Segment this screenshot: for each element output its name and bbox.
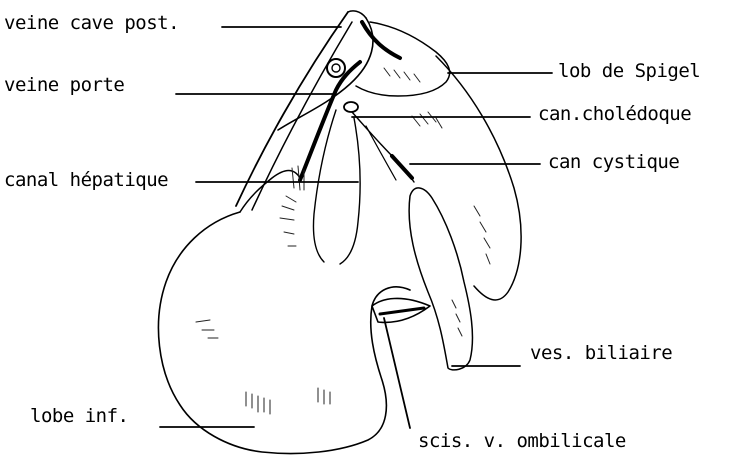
vena-cava-top [348, 11, 366, 18]
vena-porte-inner [300, 62, 360, 180]
label-veine-porte: veine porte [4, 76, 124, 95]
left-lobe-upper-edge [240, 171, 300, 213]
canal-cystique-wall [366, 126, 396, 180]
label-can-choledoque: can.cholédoque [538, 105, 691, 124]
scissure-shadow [380, 308, 424, 314]
vena-porte-thick [362, 22, 400, 58]
vena-porte-lumen-inner [332, 64, 340, 72]
label-can-cystique: can cystique [548, 153, 679, 172]
label-lobe-inf: lobe inf. [30, 407, 128, 426]
right-lobe-outline [436, 56, 521, 300]
vesicule-biliaire [409, 188, 472, 370]
vena-porte-lumen [327, 59, 345, 77]
leader-lines [160, 27, 552, 428]
canal-hepatique-right [340, 118, 360, 264]
lobe-inferieur-outline [158, 212, 410, 454]
label-scis-ombilicale: scis. v. ombilicale [418, 432, 626, 451]
leader-scissure [384, 318, 410, 428]
canal-cystique [392, 156, 412, 178]
vena-cava-outer [236, 12, 348, 206]
hatching [196, 68, 490, 414]
label-canal-hepatique: canal hépatique [4, 171, 168, 190]
label-lob-spigel: lob de Spigel [558, 62, 700, 81]
label-veine-cave: veine cave post. [4, 14, 179, 33]
label-ves-biliaire: ves. biliaire [530, 344, 672, 363]
choledoque-lumen [344, 102, 358, 112]
